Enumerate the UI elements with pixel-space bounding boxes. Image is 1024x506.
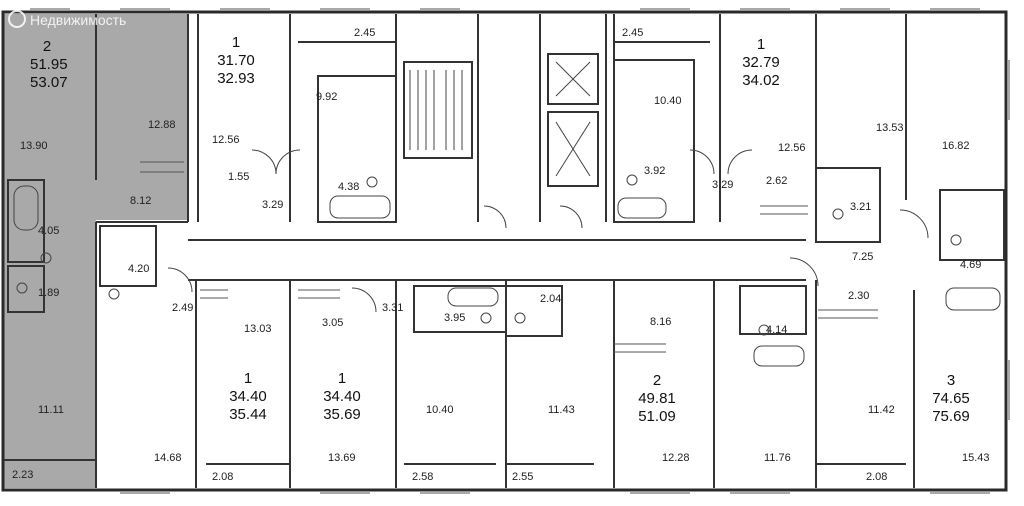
room-area: 12.56 [212,134,240,146]
apartment-living-area: 34.40 [323,388,361,405]
apartment-label: 1 34.40 35.44 [226,370,270,424]
watermark-text: Недвижимость [30,12,127,28]
sanitary-fixtures [13,174,1001,367]
apartment-rooms: 1 [337,370,347,387]
room-area: 11.76 [764,452,791,464]
room-area: 10.40 [426,404,454,416]
apartment-label: 3 74.65 75.69 [928,372,974,426]
room-area: 2.55 [512,471,534,483]
room-area: 2.45 [622,27,644,39]
apartment-total-area: 51.09 [638,408,676,425]
apartment-total-area: 34.02 [742,72,780,89]
apartment-rooms: 2 [42,38,52,55]
room-area: 2.45 [354,27,376,39]
apartment-label: 1 31.70 32.93 [214,34,258,88]
room-area: 3.95 [444,312,466,324]
room-area: 1.89 [38,287,60,299]
room-area: 3.92 [644,165,666,177]
room-area: 11.42 [868,404,895,416]
room-area: 3.21 [850,201,872,213]
room-area: 10.40 [654,95,682,107]
apartment-living-area: 34.40 [229,388,267,405]
room-area: 16.82 [942,140,970,152]
room-area: 8.12 [130,195,152,207]
room-area: 1.55 [228,171,250,183]
radiators [140,161,878,353]
room-area: 4.05 [38,225,60,237]
room-area: 4.38 [338,181,360,193]
apartment-living-area: 74.65 [932,390,970,407]
room-area: 4.14 [766,324,788,336]
watermark: Недвижимость [8,10,126,28]
house-logo-icon [8,10,26,28]
room-area: 9.92 [316,91,338,103]
room-area: 13.69 [328,452,356,464]
room-area: 2.08 [866,471,888,483]
door-swings [167,149,929,313]
apartment-rooms: 1 [231,34,241,51]
room-area: 4.20 [128,263,150,275]
room-area: 2.58 [412,471,434,483]
room-area: 2.08 [212,471,234,483]
apartment-label: 1 34.40 35.69 [320,370,364,424]
staircase [409,70,463,150]
room-area: 14.68 [154,452,182,464]
apartment-rooms: 1 [243,370,253,387]
room-area: 13.53 [876,122,904,134]
apartment-living-area: 49.81 [638,390,676,407]
apartment-total-area: 53.07 [30,74,68,91]
room-area: 2.49 [172,302,194,314]
apartment-living-area: 31.70 [217,52,255,69]
room-area: 11.43 [548,404,575,416]
apartment-total-area: 75.69 [932,408,970,425]
apartment-total-area: 32.93 [217,70,255,87]
apartment-label: 2 49.81 51.09 [634,372,680,426]
room-area: 11.11 [38,404,64,416]
room-area: 3.29 [262,199,284,211]
room-area: 3.31 [382,302,404,314]
apartment-rooms: 3 [946,372,956,389]
interior-walls [4,14,1005,488]
apartment-label: 1 32.79 34.02 [738,36,784,90]
apartment-total-area: 35.69 [323,406,361,423]
outer-walls [1,10,1008,492]
apartment-total-area: 35.44 [229,406,267,423]
room-area: 3.05 [322,317,344,329]
room-area: 15.43 [962,452,990,464]
room-area: 8.16 [650,316,672,328]
room-area: 12.56 [778,142,806,154]
room-area: 13.90 [20,140,48,152]
apartment-living-area: 32.79 [742,54,780,71]
room-area: 7.25 [852,251,874,263]
room-area: 12.88 [148,119,176,131]
windows [30,8,1010,494]
apartment-rooms: 2 [652,372,662,389]
room-area: 12.28 [662,452,690,464]
room-area: 2.62 [766,175,788,187]
room-area: 13.03 [244,323,272,335]
room-area: 2.30 [848,290,870,302]
apartment-rooms: 1 [756,36,766,53]
elevator-shafts [555,61,591,177]
room-area: 2.23 [12,469,34,481]
room-area: 2.04 [540,293,562,305]
apartment-living-area: 51.95 [30,56,68,73]
apartment-label: 2 51.95 53.07 [30,38,68,92]
room-area: 4.69 [960,259,982,271]
room-area: 3.29 [712,179,734,191]
